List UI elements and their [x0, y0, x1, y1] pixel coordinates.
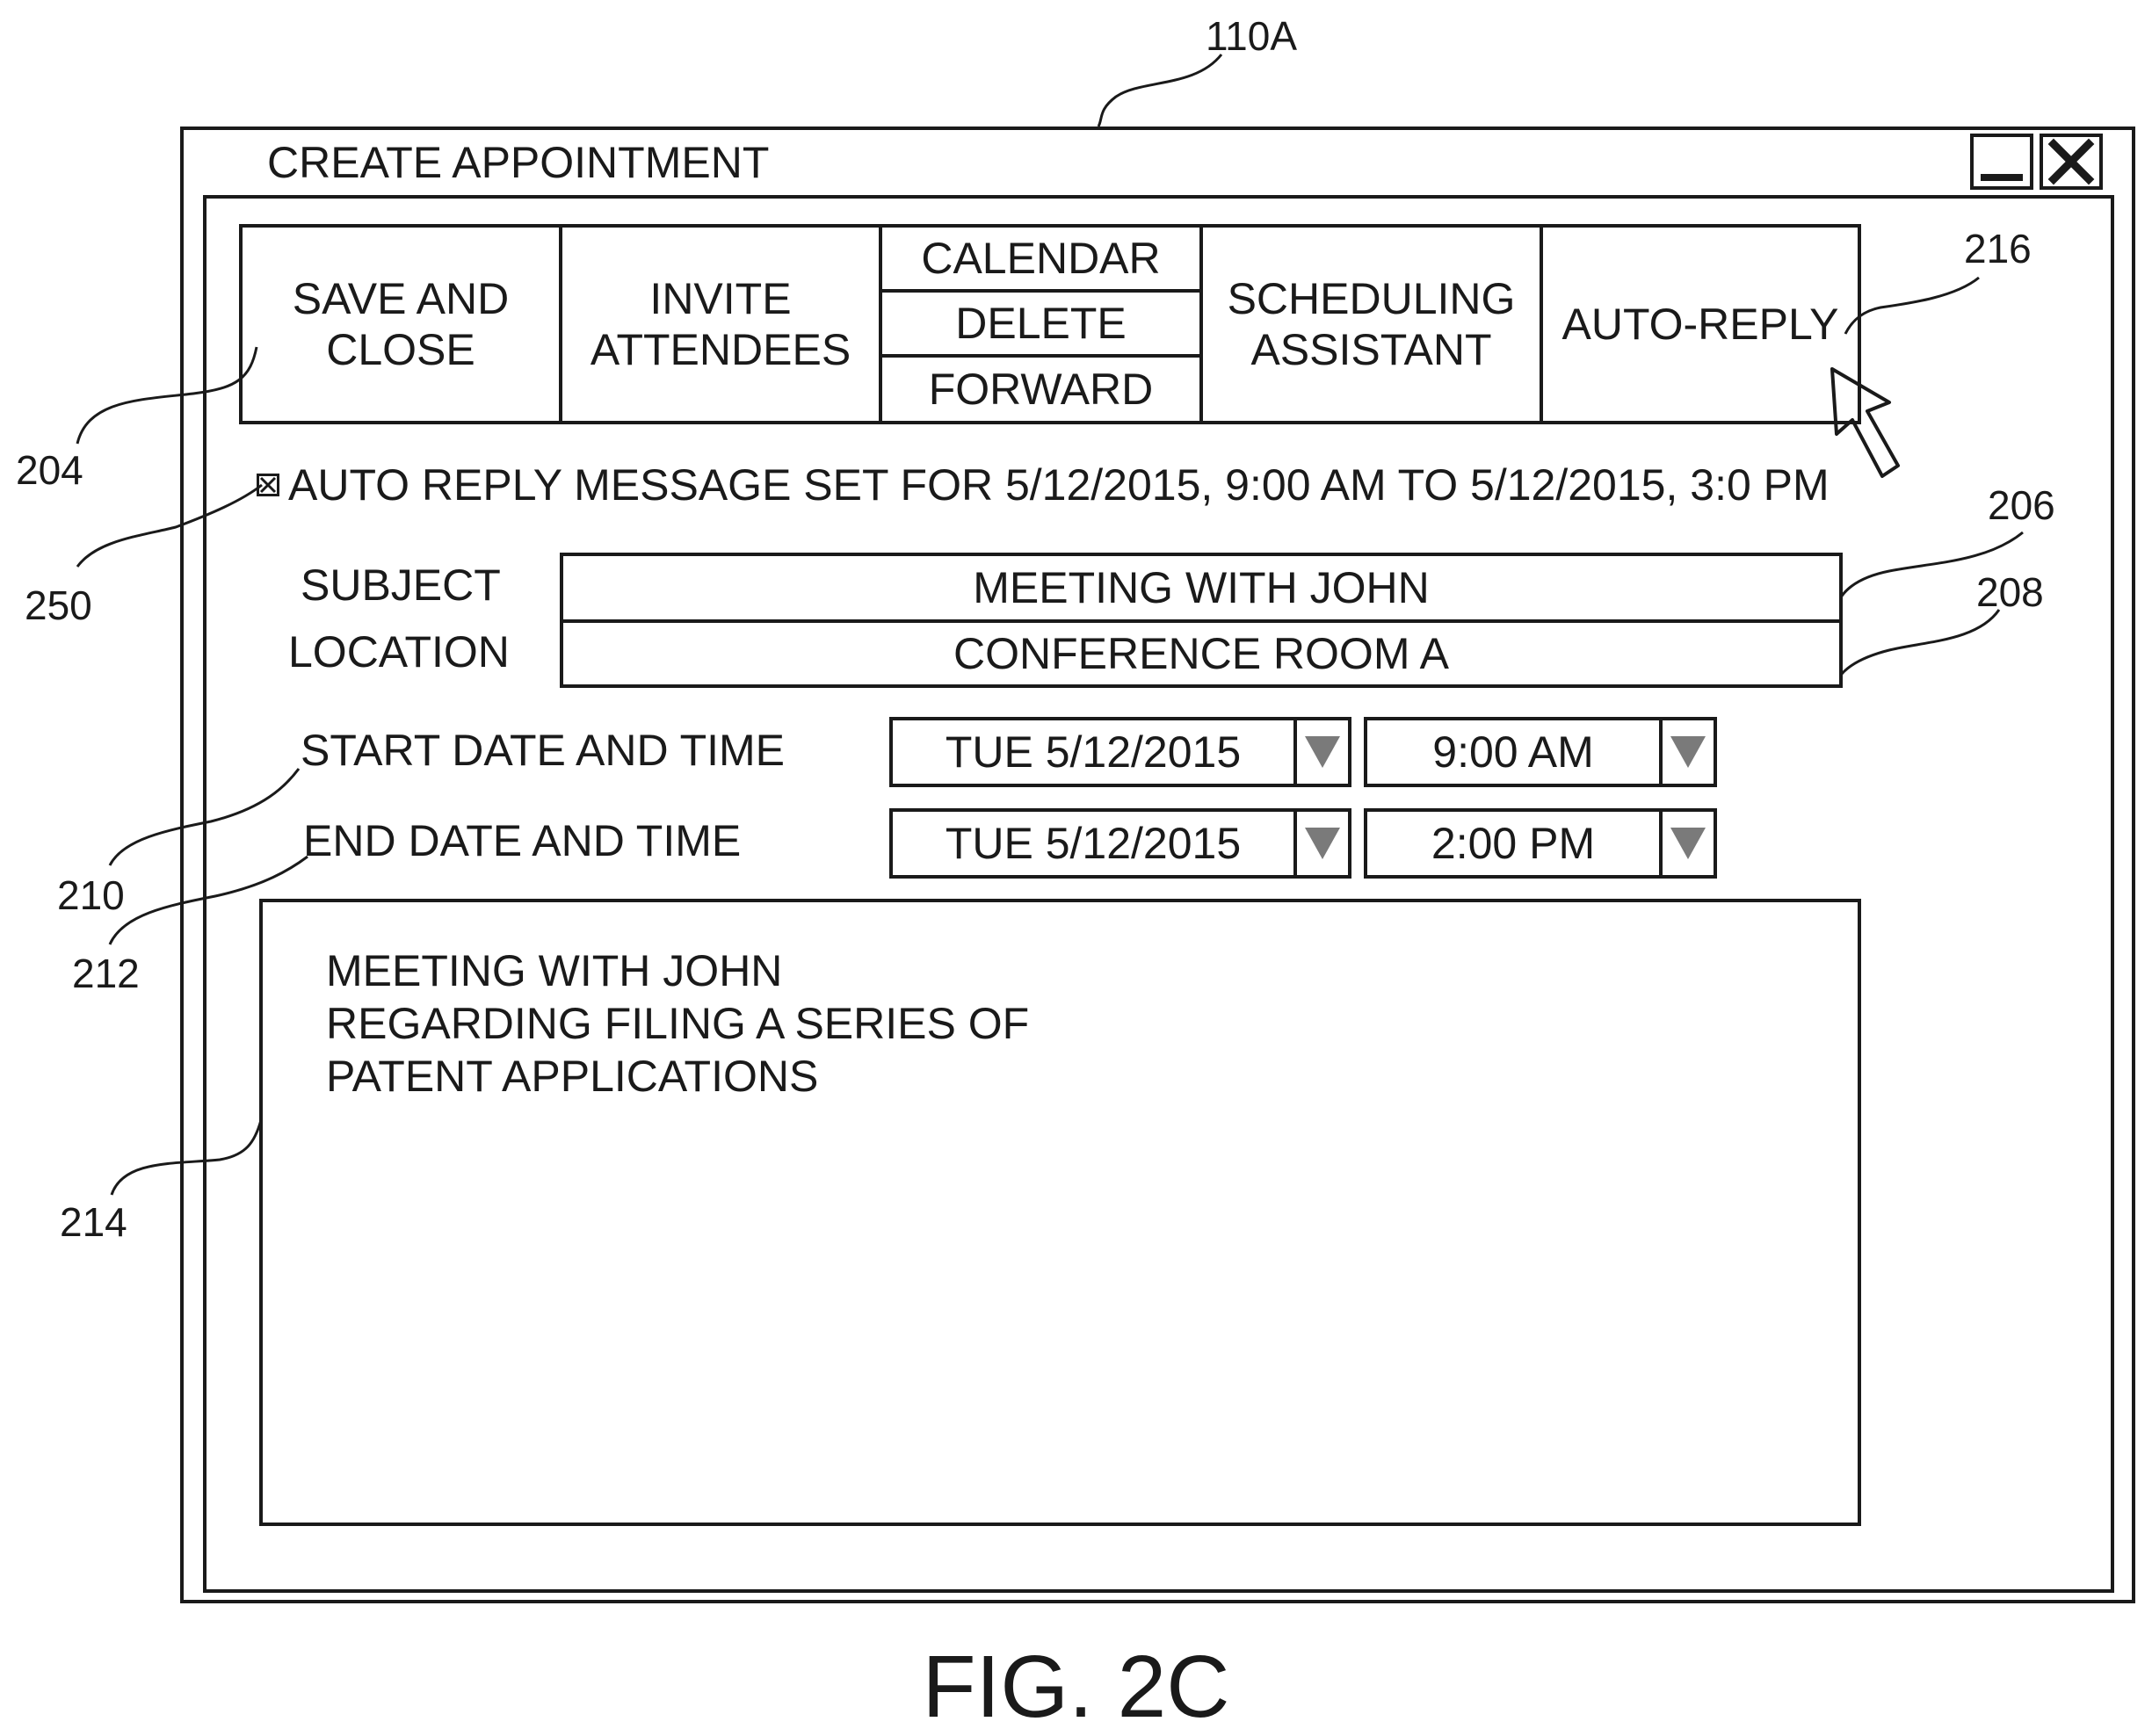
body-line: REGARDING FILING A SERIES OF [326, 997, 1029, 1050]
figure-caption: FIG. 2C [0, 1638, 2152, 1735]
calendar-delete-forward-group: CALENDAR DELETE FORWARD [882, 228, 1203, 421]
scheduling-assistant-button[interactable]: SCHEDULING ASSISTANT [1203, 228, 1543, 421]
location-field[interactable]: CONFERENCE ROOM A [560, 619, 1843, 688]
ref-212: 212 [72, 953, 140, 994]
dropdown-arrow-icon [1305, 736, 1340, 768]
auto-reply-button[interactable]: AUTO-REPLY [1543, 228, 1858, 421]
start-date-value: TUE 5/12/2015 [893, 720, 1293, 784]
body-line: MEETING WITH JOHN [326, 944, 1029, 997]
start-time-value: 9:00 AM [1367, 720, 1659, 784]
start-date-arrow[interactable] [1293, 720, 1348, 784]
invite-attendees-button[interactable]: INVITE ATTENDEES [562, 228, 882, 421]
ref-214: 214 [60, 1202, 127, 1242]
ref-210: 210 [57, 875, 125, 915]
start-time-arrow[interactable] [1659, 720, 1714, 784]
close-button[interactable] [2040, 134, 2103, 190]
auto-reply-notice-text: AUTO REPLY MESSAGE SET FOR 5/12/2015, 9:… [288, 459, 1830, 511]
scheduling-assistant-label: SCHEDULING ASSISTANT [1228, 273, 1516, 375]
calendar-label: CALENDAR [921, 233, 1160, 284]
save-and-close-button[interactable]: SAVE AND CLOSE [243, 228, 562, 421]
toolbar: SAVE AND CLOSE INVITE ATTENDEES CALENDAR… [239, 224, 1861, 424]
end-time-value: 2:00 PM [1367, 812, 1659, 875]
dropdown-arrow-icon [1670, 828, 1706, 859]
leader-110a [1098, 54, 1221, 127]
window-title: CREATE APPOINTMENT [267, 135, 769, 190]
auto-reply-label: AUTO-REPLY [1562, 299, 1839, 350]
body-line: PATENT APPLICATIONS [326, 1050, 1029, 1103]
subject-field[interactable]: MEETING WITH JOHN [560, 553, 1843, 623]
end-date-time-label: END DATE AND TIME [303, 814, 741, 867]
calendar-button[interactable]: CALENDAR [882, 228, 1199, 293]
end-time-arrow[interactable] [1659, 812, 1714, 875]
dropdown-arrow-icon [1305, 828, 1340, 859]
minimize-button[interactable] [1970, 134, 2033, 190]
location-label: LOCATION [288, 626, 510, 678]
forward-label: FORWARD [929, 364, 1154, 415]
end-time-dropdown[interactable]: 2:00 PM [1364, 808, 1717, 879]
invite-attendees-label: INVITE ATTENDEES [591, 273, 851, 375]
start-time-dropdown[interactable]: 9:00 AM [1364, 717, 1717, 787]
close-x-icon [2043, 137, 2099, 186]
forward-button[interactable]: FORWARD [882, 358, 1199, 421]
appointment-body-textarea[interactable]: MEETING WITH JOHN REGARDING FILING A SER… [259, 899, 1861, 1526]
ref-110a: 110A [1206, 16, 1297, 56]
minimize-icon [1981, 174, 2023, 181]
subject-label: SUBJECT [301, 559, 501, 611]
auto-reply-notice: AUTO REPLY MESSAGE SET FOR 5/12/2015, 9:… [257, 459, 1830, 511]
start-date-time-label: START DATE AND TIME [301, 724, 785, 777]
dropdown-arrow-icon [1670, 736, 1706, 768]
delete-button[interactable]: DELETE [882, 293, 1199, 358]
checked-box-icon[interactable] [257, 474, 279, 496]
appointment-body-text: MEETING WITH JOHN REGARDING FILING A SER… [326, 944, 1029, 1103]
delete-label: DELETE [955, 298, 1127, 349]
end-date-arrow[interactable] [1293, 812, 1348, 875]
ref-204: 204 [16, 450, 83, 490]
start-date-dropdown[interactable]: TUE 5/12/2015 [889, 717, 1351, 787]
end-date-value: TUE 5/12/2015 [893, 812, 1293, 875]
end-date-dropdown[interactable]: TUE 5/12/2015 [889, 808, 1351, 879]
ref-250: 250 [25, 585, 92, 626]
save-and-close-label: SAVE AND CLOSE [293, 273, 509, 375]
